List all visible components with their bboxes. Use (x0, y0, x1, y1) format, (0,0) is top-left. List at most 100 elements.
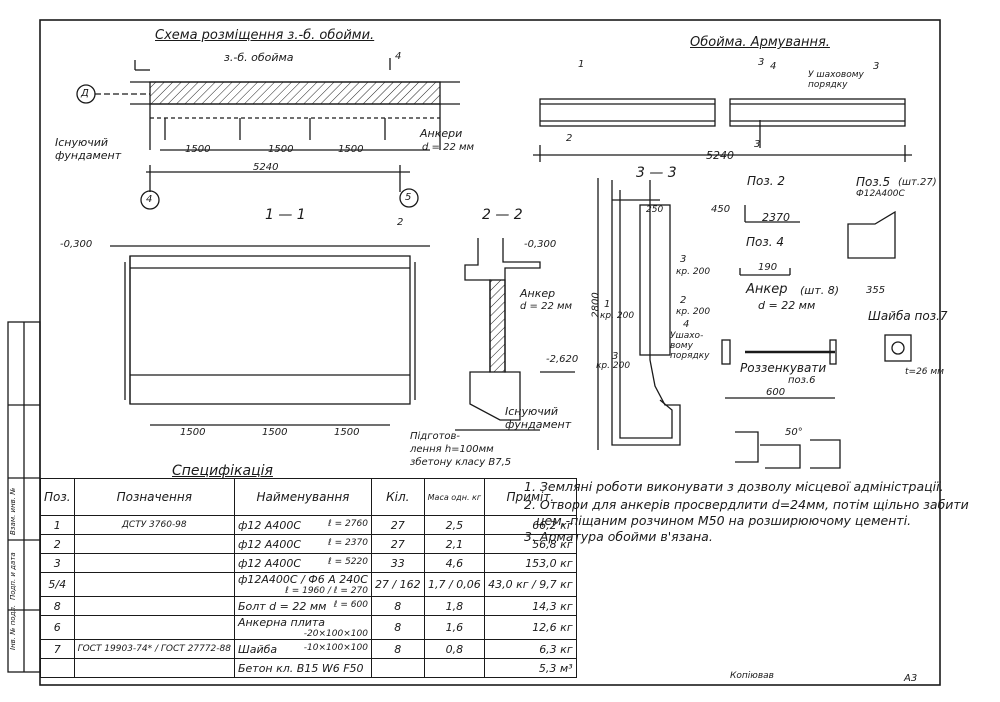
poz5-dim-355: 355 (866, 285, 886, 296)
scheme-dim-2: 1500 (268, 144, 294, 155)
spec-cell-name: Шайба-10×100×100 (233, 639, 372, 659)
footer-format: А3 (904, 673, 918, 684)
hdr-qty: Кіл. (370, 478, 425, 516)
spec-cell-poz: 1 (40, 515, 75, 535)
upset-poz: поз.6 (788, 375, 816, 386)
hdr-poz: Поз. (40, 478, 75, 516)
spec-cell-poz: 7 (40, 639, 75, 659)
hdr-note: Приміт. (484, 478, 577, 516)
axis-d: Д (81, 88, 89, 99)
section-1-1-title: 1 — 1 (265, 207, 306, 223)
s33-label-3: 3 (680, 254, 687, 265)
spec-cell-poz: 3 (40, 553, 75, 573)
spec-item-name: ф12А400С / Ф6 А 240С (237, 573, 368, 587)
spec-cell-qty: 8 (370, 639, 425, 659)
reinforcement-view (533, 98, 912, 162)
anchor-title: Анкер (746, 282, 788, 297)
hdr-name: Найменування (233, 478, 372, 516)
reinf-label-3: 3 (758, 57, 765, 68)
spec-cell-note: 5,3 м³ (484, 658, 577, 678)
s22-existing: Існуючий фундамент (505, 405, 572, 431)
details (721, 205, 912, 469)
spec-cell-qty: 27 (370, 534, 425, 554)
prep-line-2: лення h=100мм (410, 444, 494, 455)
spec-cell-mass: 2,1 (423, 534, 486, 554)
spec-title: Специфікація (172, 463, 273, 479)
anchor-d: d = 22 мм (758, 299, 816, 312)
axis-5: 5 (405, 192, 412, 203)
spec-header-row: Поз. Позначення Найменування Кіл. Маса о… (40, 478, 577, 516)
existing-foundation-label: Існуючий фундамент (55, 136, 122, 162)
spec-cell-mass (423, 658, 486, 678)
note-2: 2. Отвори для анкерів просвердлити d=24м… (524, 497, 969, 512)
spec-cell-designation: ДСТУ 3760-98 (73, 515, 235, 535)
spec-cell-qty: 33 (370, 553, 425, 573)
section-2-2 (455, 238, 575, 431)
spec-item-length: ℓ = 1960 / ℓ = 270 (285, 586, 368, 596)
s33-label-1: 1 (604, 299, 611, 310)
cut-marker: 4 (395, 51, 402, 62)
spec-item-name: Бетон кл. В15 W6 F50 (237, 661, 364, 675)
poz2-height: 450 (711, 204, 731, 215)
prep-line-3: збетону класу В7,5 (410, 457, 512, 468)
spec-item-length: -20×100×100 (303, 629, 368, 639)
poz5-qty: (шт.27) (898, 177, 937, 188)
s11-dim-1: 1500 (180, 427, 206, 438)
spec-cell-note: 6,3 кг (484, 639, 577, 659)
spec-item-length: ℓ = 600 (333, 599, 368, 610)
hdr-designation: Позначення (73, 478, 235, 516)
s11-elev: -0,300 (60, 239, 93, 250)
s22-elev-bot: -2,620 (546, 354, 579, 365)
spec-cell-note: 56,8 кг (484, 534, 577, 554)
spec-cell-designation (73, 658, 235, 678)
poz4-title: Поз. 4 (746, 235, 785, 249)
spec-cell-name: ф12 А400С ℓ = 2760 (233, 515, 372, 535)
spec-cell-poz (40, 658, 75, 678)
s33-chess-2: вому (670, 341, 693, 351)
reinf-label-5: 3 (873, 61, 880, 72)
spec-item-length: ℓ = 5220 (328, 556, 368, 567)
anchors-label: Анкери (420, 127, 463, 140)
s22-anchor: Анкер (520, 287, 556, 300)
s33-label-kr2: кр. 200 (600, 311, 635, 321)
prep-line-1: Підготов- (410, 431, 461, 442)
washer-label: Шайба поз.7 (868, 309, 948, 323)
spec-table: Поз. Позначення Найменування Кіл. Маса о… (40, 478, 577, 678)
spec-cell-mass: 0,8 (423, 639, 486, 659)
spec-cell-name: Анкерна плита-20×100×100 (233, 615, 372, 640)
spec-item-length: ℓ = 2370 (328, 537, 368, 548)
note-2b: цем.-піщаним розчином М50 на розширюючом… (536, 513, 912, 528)
scheme-view (76, 58, 460, 210)
poz4-length: 190 (758, 262, 778, 273)
scheme-dim-1: 1500 (185, 144, 211, 155)
axis-4: 4 (146, 194, 153, 205)
reinf-dim-total: 5240 (706, 149, 734, 162)
spec-item-name: ф12 А400С (237, 518, 302, 532)
spec-cell-poz: 5/4 (40, 572, 75, 597)
reinf-label-2: 2 (566, 133, 573, 144)
s22-anchor-d: d = 22 мм (520, 301, 573, 312)
spec-cell-designation (73, 553, 235, 573)
spec-item-length: ℓ = 2760 (328, 518, 368, 529)
s33-label-kr4: кр. 200 (596, 361, 631, 371)
spec-cell-designation (73, 596, 235, 616)
s11-dim-2: 1500 (262, 427, 288, 438)
anchors-d-label: d = 22 мм (422, 142, 475, 153)
spec-cell-qty: 27 / 162 (370, 572, 425, 597)
upset-label: Роззенкувати (740, 361, 827, 375)
spec-item-name: Шайба (237, 642, 278, 656)
s33-label-3b: 3 (612, 351, 619, 362)
scheme-dim-3: 1500 (338, 144, 364, 155)
spec-item-name: Анкерна плита (237, 616, 326, 630)
section-3-3-title: 3 — 3 (636, 165, 677, 181)
spec-cell-mass: 1,8 (423, 596, 486, 616)
washer-thickness: t=26 мм (905, 367, 944, 377)
s11-dim-3: 1500 (334, 427, 360, 438)
anchor-qty: (шт. 8) (800, 284, 840, 297)
section-2-2-title: 2 — 2 (482, 207, 523, 223)
